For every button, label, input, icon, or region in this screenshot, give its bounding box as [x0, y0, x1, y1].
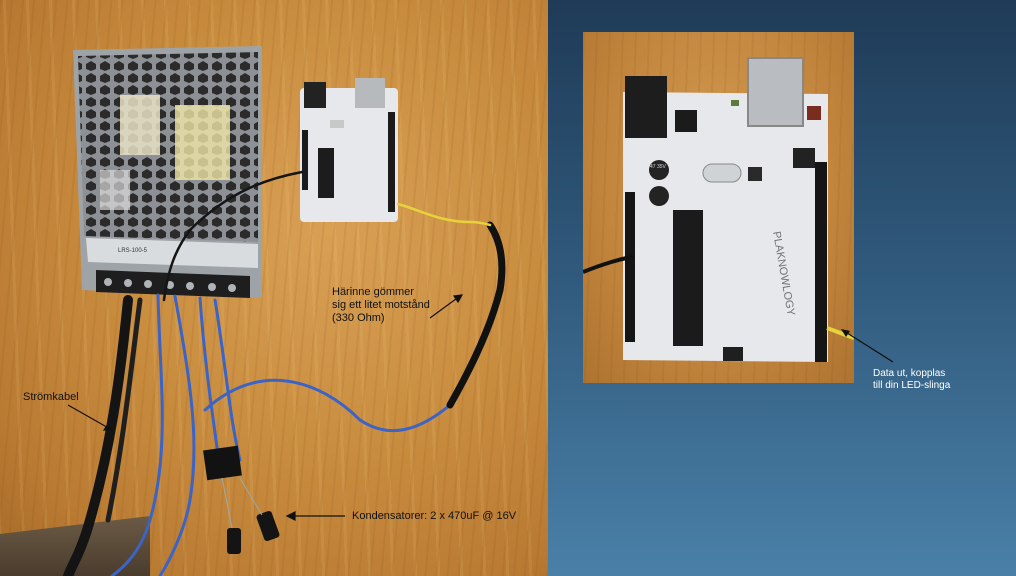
- arduino-board: [300, 78, 398, 222]
- setup-drawing: LRS-100-5: [63, 46, 506, 576]
- power-supply-unit: LRS-100-5: [73, 46, 262, 298]
- resistor-label-line2: sig ett litet motstånd: [332, 299, 430, 311]
- psu-model-text: LRS-100-5: [118, 248, 148, 254]
- capacitor-marking: 47 35V: [650, 164, 667, 170]
- data-out-label-line2: till din LED-slinga: [873, 380, 951, 391]
- arduino-closeup-drawing: 47 35V PLAKNOWLOGY: [583, 57, 854, 362]
- capacitors-label: Kondensatorer: 2 x 470uF @ 16V: [352, 510, 517, 522]
- power-cable-label: Strömkabel: [23, 391, 79, 403]
- capacitors: [221, 477, 280, 554]
- resistor-label-line3: (330 Ohm): [332, 312, 385, 324]
- arduino-closeup-photo: 47 35V PLAKNOWLOGY: [583, 32, 854, 383]
- data-out-label-line1: Data ut, kopplas: [873, 368, 946, 379]
- resistor-label-line1: Härinne gömmer: [332, 286, 414, 298]
- setup-photo: LRS-100-5: [0, 0, 548, 576]
